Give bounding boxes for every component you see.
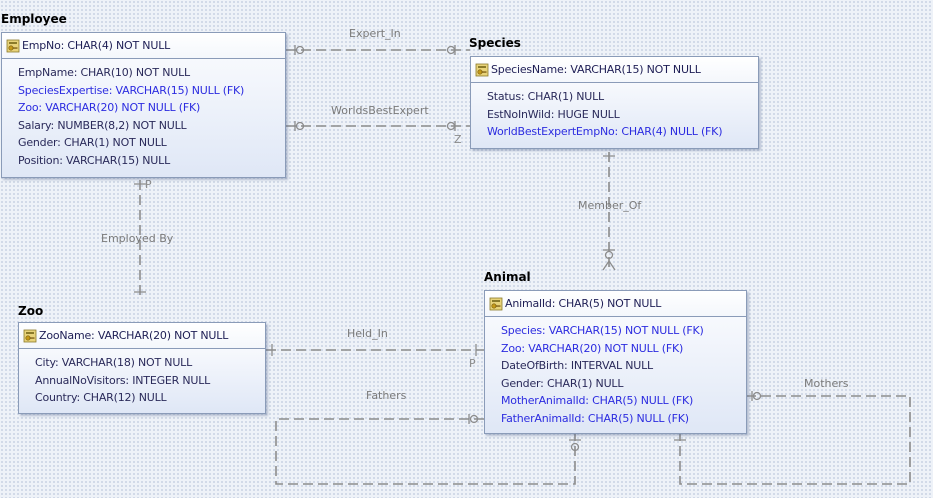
rel-label-expert-in: Expert_In xyxy=(349,27,401,40)
attribute: Country: CHAR(12) NULL xyxy=(35,391,167,404)
attribute-list-species: Status: CHAR(1) NULL EstNoInWild: HUGE N… xyxy=(471,83,758,148)
cardinality-z-worlds-best-expert: Z xyxy=(454,133,462,146)
attribute: AnnualNoVisitors: INTEGER NULL xyxy=(35,373,211,387)
cardinality-p-employed-by: P xyxy=(145,178,152,191)
attribute: Zoo: VARCHAR(20) NOT NULL (FK) xyxy=(501,341,684,355)
attribute: Status: CHAR(1) NULL xyxy=(487,90,604,103)
attribute: WorldBestExpertEmpNo: CHAR(4) NULL (FK) xyxy=(487,125,723,138)
cardinality-p-held-in: P xyxy=(469,357,476,370)
pk-animal: AnimalId: CHAR(5) NOT NULL xyxy=(505,297,662,310)
entity-title-species: Species xyxy=(469,36,521,50)
attribute: SpeciesExpertise: VARCHAR(15) NULL (FK) xyxy=(18,83,245,97)
attribute: MotherAnimalId: CHAR(5) NULL (FK) xyxy=(501,394,694,407)
pk-species: SpeciesName: VARCHAR(15) NOT NULL xyxy=(491,63,701,76)
attribute: EstNoInWild: HUGE NULL xyxy=(487,107,620,121)
entity-species[interactable]: SpeciesName: VARCHAR(15) NOT NULL Status… xyxy=(470,56,759,149)
rel-label-fathers: Fathers xyxy=(366,389,407,402)
pk-row: ZooName: VARCHAR(20) NOT NULL xyxy=(19,323,265,349)
attribute: City: VARCHAR(18) NOT NULL xyxy=(35,356,193,369)
pk-zoo: ZooName: VARCHAR(20) NOT NULL xyxy=(39,329,229,342)
attribute: Zoo: VARCHAR(20) NOT NULL (FK) xyxy=(18,101,201,114)
attribute-list-zoo: City: VARCHAR(18) NOT NULL AnnualNoVisit… xyxy=(19,349,265,413)
attribute: Gender: CHAR(1) NOT NULL xyxy=(18,136,167,149)
attribute: EmpName: CHAR(10) NOT NULL xyxy=(18,66,190,79)
primary-key-icon xyxy=(475,63,489,76)
pk-row: EmpNo: CHAR(4) NOT NULL xyxy=(2,33,285,59)
attribute: DateOfBirth: INTERVAL NULL xyxy=(501,359,653,372)
primary-key-icon xyxy=(6,39,20,52)
entity-zoo[interactable]: ZooName: VARCHAR(20) NOT NULL City: VARC… xyxy=(18,322,266,414)
pk-row: AnimalId: CHAR(5) NOT NULL xyxy=(485,291,746,317)
rel-label-mothers: Mothers xyxy=(804,377,849,390)
entity-title-employee: Employee xyxy=(1,12,67,26)
mothers-line xyxy=(679,395,911,485)
entity-animal[interactable]: AnimalId: CHAR(5) NOT NULL Species: VARC… xyxy=(484,290,747,434)
attribute: Salary: NUMBER(8,2) NOT NULL xyxy=(18,118,187,132)
rel-label-worlds-best-expert: WorldsBestExpert xyxy=(331,104,429,117)
attribute: Gender: CHAR(1) NULL xyxy=(501,376,624,390)
entity-title-animal: Animal xyxy=(484,270,531,284)
attribute: FatherAnimalId: CHAR(5) NULL (FK) xyxy=(501,411,689,425)
rel-label-member-of: Member_Of xyxy=(578,199,642,212)
attribute-list-animal: Species: VARCHAR(15) NOT NULL (FK) Zoo: … xyxy=(485,317,746,433)
primary-key-icon xyxy=(23,329,37,342)
rel-label-held-in: Held_In xyxy=(347,327,388,340)
primary-key-icon xyxy=(489,297,503,310)
entity-title-zoo: Zoo xyxy=(18,304,44,318)
fathers-line xyxy=(275,418,576,485)
attribute: Position: VARCHAR(15) NULL xyxy=(18,153,171,167)
rel-label-employed-by: Employed By xyxy=(101,232,174,245)
entity-employee[interactable]: EmpNo: CHAR(4) NOT NULL EmpName: CHAR(10… xyxy=(1,32,286,178)
attribute: Species: VARCHAR(15) NOT NULL (FK) xyxy=(501,324,704,337)
pk-row: SpeciesName: VARCHAR(15) NOT NULL xyxy=(471,57,758,83)
pk-employee: EmpNo: CHAR(4) NOT NULL xyxy=(22,39,171,52)
attribute-list-employee: EmpName: CHAR(10) NOT NULL SpeciesExpert… xyxy=(2,59,285,177)
